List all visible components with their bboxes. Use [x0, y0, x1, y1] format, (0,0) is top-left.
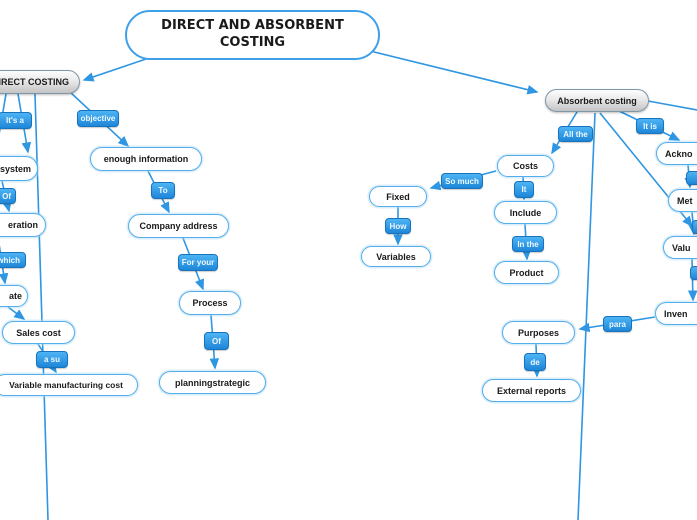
label-de[interactable]: de — [524, 353, 546, 371]
node-sales-cost[interactable]: Sales cost — [2, 321, 75, 344]
node-ate[interactable]: ate — [0, 285, 28, 307]
node-absorbent-costing[interactable]: Absorbent costing — [545, 89, 649, 112]
node-system[interactable]: system — [0, 156, 38, 181]
node-enough-information[interactable]: enough information — [90, 147, 202, 171]
label-a-su[interactable]: a su — [36, 351, 68, 368]
edge-line — [577, 112, 596, 520]
node-direct-costing[interactable]: DIRECT COSTING — [0, 70, 80, 94]
label-in-the[interactable]: In the — [512, 236, 544, 252]
node-ackno[interactable]: Ackno — [656, 142, 697, 165]
node-variables[interactable]: Variables — [361, 246, 431, 267]
label-stub-2[interactable] — [692, 220, 697, 234]
edge-line — [365, 49, 539, 95]
node-product[interactable]: Product — [494, 261, 559, 284]
label-of-left[interactable]: Of — [0, 188, 16, 204]
edge-line — [34, 93, 49, 520]
node-process[interactable]: Process — [179, 291, 241, 315]
edge-line — [647, 100, 697, 111]
node-inven[interactable]: Inven — [655, 302, 697, 325]
node-eration[interactable]: eration — [0, 213, 46, 237]
node-purposes[interactable]: Purposes — [502, 321, 575, 344]
node-include[interactable]: Include — [494, 201, 557, 224]
edge-line — [7, 306, 26, 320]
node-valu[interactable]: Valu — [663, 236, 697, 259]
label-stub-3[interactable] — [690, 266, 697, 280]
label-of-middle[interactable]: Of — [204, 332, 229, 350]
label-which[interactable]: which — [0, 252, 26, 268]
node-fixed[interactable]: Fixed — [369, 186, 427, 207]
title-node[interactable]: DIRECT AND ABSORBENT COSTING — [125, 10, 380, 60]
node-planningstrategic[interactable]: planningstrategic — [159, 371, 266, 394]
label-to[interactable]: To — [151, 182, 175, 199]
label-its-a[interactable]: It's a — [0, 112, 32, 129]
node-variable-manufacturing-cost[interactable]: Variable manufacturing cost — [0, 374, 138, 396]
label-it[interactable]: It — [514, 181, 534, 198]
label-it-is[interactable]: It is — [636, 118, 664, 134]
node-company-address[interactable]: Company address — [128, 214, 229, 238]
label-stub-1[interactable] — [686, 171, 697, 185]
label-how[interactable]: How — [385, 218, 411, 234]
label-objective[interactable]: objective — [77, 110, 119, 127]
node-met[interactable]: Met — [668, 189, 697, 212]
edge-line — [82, 56, 153, 82]
label-so-much[interactable]: So much — [441, 173, 483, 189]
label-para[interactable]: para — [603, 316, 632, 332]
label-all-the[interactable]: All the — [558, 126, 593, 142]
node-costs[interactable]: Costs — [497, 155, 554, 177]
node-external-reports[interactable]: External reports — [482, 379, 581, 402]
label-for-your[interactable]: For your — [178, 254, 218, 271]
